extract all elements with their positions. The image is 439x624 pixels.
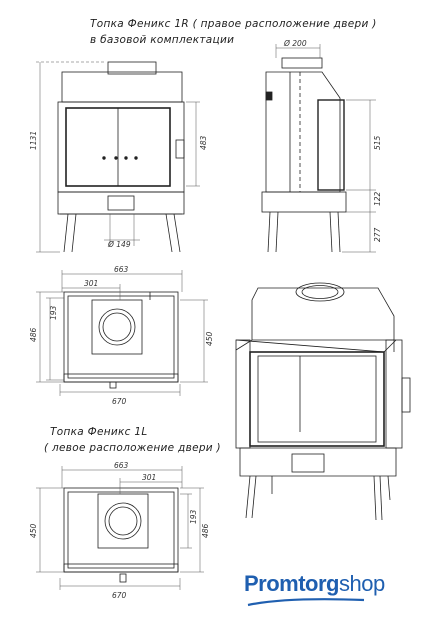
dim-301-bot: 301: [142, 473, 156, 482]
dim-d200: Ø 200: [283, 39, 307, 48]
side-view: [261, 57, 347, 253]
dim-193-bot: 193: [189, 509, 198, 524]
promtorgshop-logo[interactable]: Promtorgshop: [244, 571, 385, 597]
caption-1r-subtitle: в базовой комплектации: [90, 34, 235, 46]
dim-450-bot: 450: [29, 523, 38, 538]
caption-1r-title: Топка Феникс 1R ( правое расположение дв…: [90, 18, 377, 30]
dim-122: 122: [373, 191, 382, 206]
dim-483: 483: [199, 135, 208, 150]
dim-663-bot: 663: [114, 461, 129, 470]
dim-670-top: 670: [112, 397, 127, 406]
dim-486-top: 486: [29, 327, 38, 342]
dim-301-top: 301: [84, 279, 98, 288]
dim-663-top: 663: [114, 265, 129, 274]
dim-193-top: 193: [49, 305, 58, 320]
logo-swoosh-icon: [247, 598, 365, 607]
logo-regular-part: shop: [339, 571, 385, 596]
dim-d149: Ø 149: [107, 240, 131, 249]
caption-1l-subtitle: ( левое расположение двери ): [44, 442, 221, 454]
dim-515: 515: [373, 135, 382, 150]
plan-view-1r: [63, 291, 179, 389]
front-view: [57, 61, 185, 253]
dim-277: 277: [373, 227, 382, 242]
dim-486-bot: 486: [201, 523, 210, 538]
dim-450-top: 450: [205, 331, 214, 346]
isometric-view: [235, 282, 411, 521]
logo-bold-part: Promtorg: [244, 571, 340, 596]
plan-view-1l: [63, 487, 179, 583]
dim-1131: 1131: [29, 131, 38, 150]
dim-670-bot: 670: [112, 591, 127, 600]
caption-1l-title: Топка Феникс 1L: [50, 426, 148, 438]
